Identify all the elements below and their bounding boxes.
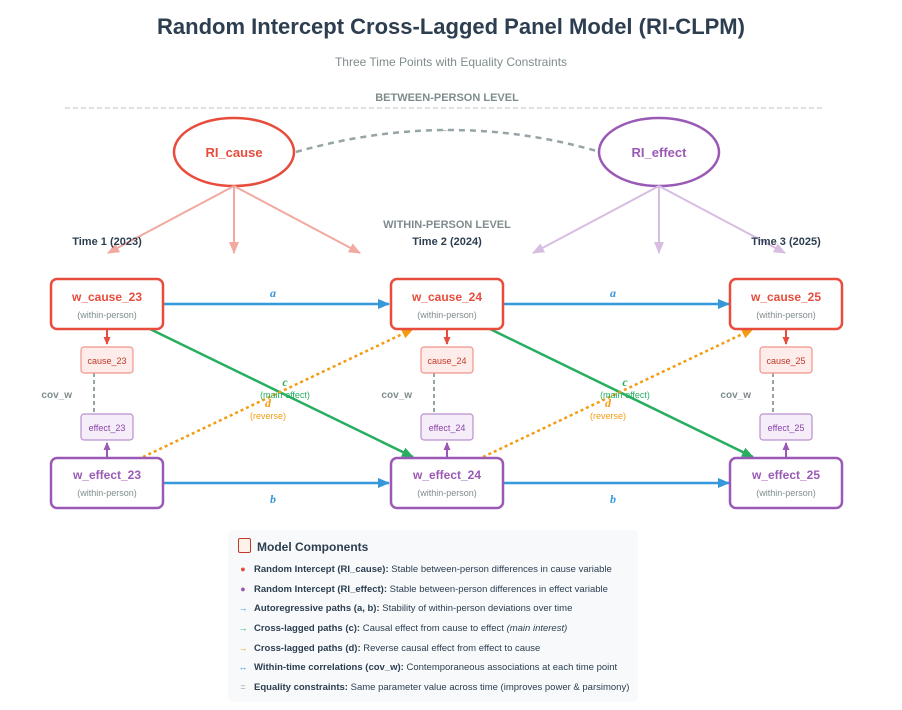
page-subtitle: Three Time Points with Equality Constrai…: [334, 55, 568, 69]
observed-effect-23-label: effect_23: [89, 423, 126, 433]
ri-covariance-arc: [295, 128, 601, 154]
time-label-2: Time 2 (2024): [412, 236, 482, 248]
w-effect-23-node: [49, 456, 165, 510]
w-cause-25-sub: (within-person): [756, 310, 816, 320]
ri-effect-loading-3: [658, 185, 786, 254]
observed-effect-25-label: effect_25: [768, 423, 805, 433]
within-level-label: WITHIN-PERSON LEVEL: [383, 219, 511, 231]
time-1-column: cov_w w_cause_23 (within-person) cause_2…: [41, 277, 165, 510]
list-item: →Cross-lagged paths (d): Reverse causal …: [236, 643, 629, 663]
clipboard-icon: [238, 538, 251, 553]
cross-lag-c-path-1: [149, 327, 414, 459]
red-dot-icon: ●: [240, 564, 246, 574]
w-effect-24-node: [389, 456, 505, 510]
w-effect-25-label: w_effect_25: [751, 468, 820, 482]
path-d-note-2: (reverse): [590, 411, 626, 421]
w-cause-25-node: [728, 277, 844, 331]
green-arrow-icon: →: [238, 623, 248, 634]
time-3-column: cov_w w_cause_25 (within-person) cause_2…: [720, 277, 844, 510]
orange-arrow-icon: →: [238, 642, 248, 653]
time-label-3: Time 3 (2025): [751, 236, 821, 248]
blue-arrow-icon: →: [238, 603, 248, 614]
observed-cause-23-label: cause_23: [87, 356, 126, 366]
w-effect-25-sub: (within-person): [756, 488, 816, 498]
list-item: ↔Within-time correlations (cov_w): Conte…: [236, 662, 629, 682]
cov-w-label-1: cov_w: [41, 390, 72, 401]
between-level-label: BETWEEN-PERSON LEVEL: [375, 92, 519, 104]
w-cause-24-sub: (within-person): [417, 310, 477, 320]
path-d-note-1: (reverse): [250, 411, 286, 421]
observed-effect-24: [420, 413, 474, 441]
path-c-label-1: c: [282, 375, 288, 389]
path-a-label-2: a: [610, 286, 616, 300]
ri-covariance-label: ~~: [441, 126, 453, 137]
w-cause-23-node: [49, 277, 165, 331]
observed-cause-23: [80, 346, 134, 374]
observed-cause-24: [420, 346, 474, 374]
model-components-heading: Model Components: [238, 538, 368, 554]
w-cause-24-node: [389, 277, 505, 331]
observed-cause-25-label: cause_25: [766, 356, 805, 366]
list-item: ●Random Intercept (RI_effect): Stable be…: [236, 584, 629, 604]
model-components-list: ●Random Intercept (RI_cause): Stable bet…: [236, 564, 630, 702]
w-cause-23-sub: (within-person): [77, 310, 137, 320]
observed-effect-24-label: effect_24: [429, 423, 466, 433]
w-cause-23-label: w_cause_23: [71, 290, 142, 304]
w-cause-24-label: w_cause_24: [411, 290, 482, 304]
equals-icon: =: [240, 682, 246, 693]
w-effect-23-label: w_effect_23: [72, 468, 141, 482]
ri-effect-label: RI_effect: [632, 145, 688, 160]
path-d-label-1: d: [265, 396, 272, 410]
list-item: =Equality constraints: Same parameter va…: [236, 682, 629, 702]
time-label-1: Time 1 (2023): [72, 236, 142, 248]
cross-lag-c-path-2: [489, 327, 754, 459]
cov-w-label-3: cov_w: [720, 390, 751, 401]
ri-cause-loading-1: [107, 185, 235, 254]
observed-effect-25: [759, 413, 813, 441]
cross-lag-d-path-2: [482, 327, 754, 459]
cross-lag-d-path-1: [142, 327, 414, 459]
purple-dot-icon: ●: [240, 583, 246, 594]
list-item: →Autoregressive paths (a, b): Stability …: [236, 603, 629, 623]
path-b-label-1: b: [270, 492, 276, 506]
w-effect-24-label: w_effect_24: [412, 468, 481, 482]
list-item: →Cross-lagged paths (c): Causal effect f…: [236, 623, 629, 643]
observed-cause-24-label: cause_24: [427, 356, 466, 366]
ri-cause-loading-3: [233, 185, 361, 254]
path-c-label-2: c: [622, 375, 628, 389]
observed-effect-23: [80, 413, 134, 441]
ri-cause-label: RI_cause: [205, 145, 262, 160]
page-title: Random Intercept Cross-Lagged Panel Mode…: [157, 14, 745, 39]
w-cause-25-label: w_cause_25: [750, 290, 821, 304]
double-arrow-icon: ↔: [238, 662, 248, 673]
path-d-label-2: d: [605, 396, 612, 410]
observed-cause-25: [759, 346, 813, 374]
path-c-note-2: (main effect): [600, 390, 650, 400]
w-effect-23-sub: (within-person): [77, 488, 137, 498]
path-c-note-1: (main effect): [260, 390, 310, 400]
path-a-label-1: a: [270, 286, 276, 300]
list-item: ●Random Intercept (RI_cause): Stable bet…: [236, 564, 629, 584]
model-components-panel: Model Components ●Random Intercept (RI_c…: [228, 530, 638, 702]
cov-w-label-2: cov_w: [381, 390, 412, 401]
path-b-label-2: b: [610, 492, 616, 506]
time-2-column: cov_w w_cause_24 (within-person) cause_2…: [381, 277, 505, 510]
w-effect-24-sub: (within-person): [417, 488, 477, 498]
w-effect-25-node: [728, 456, 844, 510]
ri-effect-loading-1: [532, 185, 660, 254]
